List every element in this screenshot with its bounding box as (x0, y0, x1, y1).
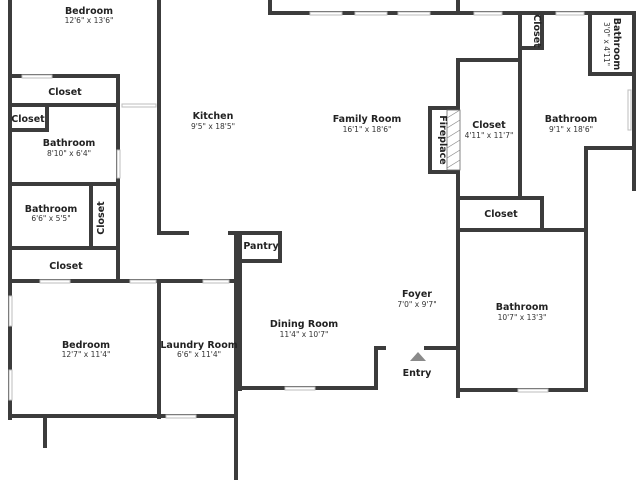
family-dim: 16'1" x 18'6" (343, 125, 392, 134)
bathroom-right-name: Bathroom (496, 302, 549, 313)
dining-dim: 11'4" x 10'7" (280, 330, 329, 339)
closet-b-name: Closet (11, 114, 45, 125)
bathroom-tiny-name: Bathroom (611, 18, 622, 71)
family-name: Family Room (333, 114, 402, 125)
bathroom-a-dim: 8'10" x 6'4" (47, 149, 91, 158)
closet-mid-name: Closet (472, 120, 506, 131)
laundry-name: Laundry Room (160, 340, 237, 351)
bedroom-top-name: Bedroom (65, 6, 113, 17)
room-labels: Bedroom 12'6" x 13'6" Closet Closet Bath… (11, 6, 622, 379)
bedroom-bottom-dim: 12'7" x 11'4" (62, 350, 111, 359)
dining-name: Dining Room (270, 319, 338, 330)
walls (8, 0, 636, 480)
laundry-dim: 6'6" x 11'4" (177, 350, 221, 359)
closet-small-name: Closet (531, 14, 542, 48)
openings (8, 11, 632, 419)
closet-c-name: Closet (96, 201, 107, 235)
bathroom-right-dim: 10'7" x 13'3" (498, 313, 547, 322)
kitchen-name: Kitchen (193, 111, 234, 122)
closet-mid-dim: 4'11" x 11'7" (465, 131, 514, 140)
bedroom-bottom-name: Bedroom (62, 340, 110, 351)
fireplace: Fireplace (437, 109, 461, 171)
bathroom-master-dim: 9'1" x 18'6" (549, 125, 593, 134)
bathroom-tiny-dim: 3'0" x 4'11" (602, 22, 611, 66)
pantry-name: Pantry (243, 241, 279, 252)
bedroom-top-dim: 12'6" x 13'6" (65, 16, 114, 25)
bathroom-b-name: Bathroom (25, 204, 78, 215)
entry-arrow-icon (410, 352, 426, 361)
bathroom-a-name: Bathroom (43, 138, 96, 149)
bathroom-b-dim: 6'6" x 5'5" (31, 214, 70, 223)
kitchen-dim: 9'5" x 18'5" (191, 122, 235, 131)
foyer-name: Foyer (402, 289, 432, 300)
closet-d-name: Closet (49, 261, 83, 272)
entry-name: Entry (403, 368, 432, 379)
bathroom-master-name: Bathroom (545, 114, 598, 125)
foyer-dim: 7'0" x 9'7" (397, 300, 436, 309)
closet-lower-name: Closet (484, 209, 518, 220)
closet-a-name: Closet (48, 87, 82, 98)
fireplace-label: Fireplace (437, 115, 448, 164)
